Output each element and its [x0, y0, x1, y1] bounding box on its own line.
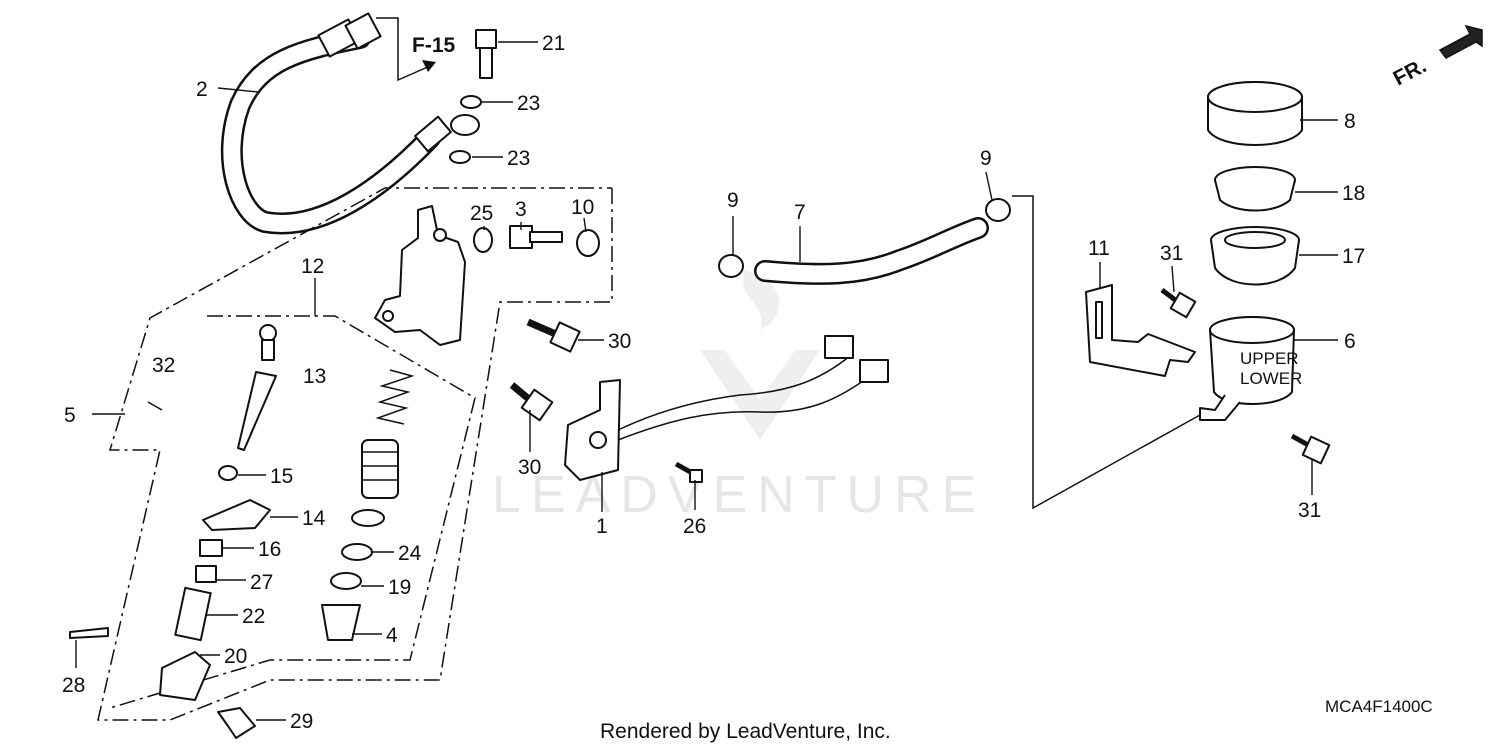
clevis-20	[159, 651, 211, 701]
pin-29	[217, 707, 256, 739]
callout-15: 15	[270, 465, 293, 488]
callout-11: 11	[1088, 237, 1110, 260]
nut-16	[199, 539, 223, 557]
reservoir-upper-mark: UPPER	[1240, 349, 1299, 368]
bolt-31a	[1160, 288, 1197, 319]
nut-27	[195, 565, 217, 583]
assembly-outline-5	[97, 187, 613, 721]
bracket-11	[1085, 284, 1196, 377]
callout-19: 19	[388, 576, 411, 599]
callout-1: 1	[596, 515, 608, 538]
callout-6: 6	[1344, 330, 1356, 353]
callout-7: 7	[794, 201, 806, 224]
assembly-outline-right	[1012, 195, 1201, 510]
bolt-30a	[526, 318, 581, 353]
callout-30-upper: 30	[608, 330, 631, 353]
callout-31-lower: 31	[1298, 499, 1321, 522]
bolt-31b	[1290, 433, 1331, 465]
reference-arrow: F-15	[376, 17, 456, 82]
front-direction-arrow: FR.	[1390, 24, 1483, 90]
switch-1	[564, 335, 889, 481]
callout-25: 25	[470, 202, 493, 225]
callout-20: 20	[224, 645, 247, 668]
callout-32: 32	[152, 354, 175, 377]
boot-4	[321, 604, 361, 641]
ring-19	[330, 572, 362, 590]
watermark: LEADVENTURE	[492, 270, 986, 524]
diaphragm-17	[1210, 226, 1300, 286]
callout-23-upper: 23	[517, 92, 540, 115]
callout-30-lower: 30	[518, 456, 541, 479]
assembly-outline-12	[109, 315, 476, 709]
reservoir-6: UPPER LOWER	[1199, 316, 1302, 421]
clip-9a	[718, 254, 744, 278]
callout-18: 18	[1342, 182, 1365, 205]
callout-24: 24	[398, 542, 422, 565]
plate-14	[202, 499, 271, 531]
leader-lines	[75, 41, 1338, 721]
callout-10: 10	[571, 196, 594, 219]
direction-label: FR.	[1390, 54, 1431, 90]
plate-18	[1214, 166, 1296, 212]
callout-31-upper: 31	[1160, 242, 1183, 265]
bolt-21	[475, 29, 497, 79]
callout-27: 27	[250, 571, 273, 594]
screw-26	[674, 461, 703, 483]
callout-28: 28	[62, 674, 85, 697]
joint-22	[174, 586, 212, 642]
master-cylinder-body	[374, 205, 466, 346]
callout-26: 26	[683, 515, 706, 538]
diagram-code: MCA4F1400C	[1325, 697, 1433, 716]
washer-a	[351, 509, 385, 527]
callout-labels: 2 21 23 23 25 3 10 12 13 32 5 15 14 16 2…	[62, 32, 1365, 733]
hose-7	[754, 217, 989, 285]
callout-16: 16	[258, 538, 281, 561]
circlip-10	[576, 229, 600, 257]
callout-14: 14	[302, 507, 326, 530]
callout-22: 22	[242, 605, 265, 628]
callout-21: 21	[542, 32, 565, 55]
seal-25	[473, 227, 493, 253]
bolt-30b	[509, 382, 554, 422]
reference-tag: F-15	[412, 34, 456, 57]
piston	[361, 439, 399, 499]
callout-8: 8	[1344, 110, 1356, 133]
callout-13: 13	[303, 365, 326, 388]
washer-24	[341, 543, 373, 561]
callout-3: 3	[515, 198, 527, 221]
callout-29: 29	[290, 710, 313, 733]
fitting-3	[509, 225, 563, 249]
spring	[375, 369, 415, 425]
callout-23-lower: 23	[507, 147, 530, 170]
footer-credit: Rendered by LeadVenture, Inc.	[600, 720, 891, 743]
callout-12: 12	[301, 255, 324, 278]
callout-9-right: 9	[980, 147, 992, 170]
callout-5: 5	[64, 404, 76, 427]
callout-9-left: 9	[727, 189, 739, 212]
callout-2: 2	[196, 78, 208, 101]
brake-hose	[220, 12, 480, 235]
push-rod-13	[237, 324, 277, 451]
cotter-pin-28	[69, 627, 109, 639]
washer-23b	[449, 150, 471, 164]
nut-15	[218, 465, 238, 481]
callout-4: 4	[386, 624, 398, 647]
washer-23a	[460, 95, 482, 109]
watermark-text: LEADVENTURE	[492, 466, 986, 524]
clip-9b	[985, 198, 1011, 222]
reservoir-lower-mark: LOWER	[1240, 369, 1302, 388]
callout-17: 17	[1342, 245, 1365, 268]
pin-32	[147, 401, 163, 411]
cap-8	[1207, 81, 1303, 146]
